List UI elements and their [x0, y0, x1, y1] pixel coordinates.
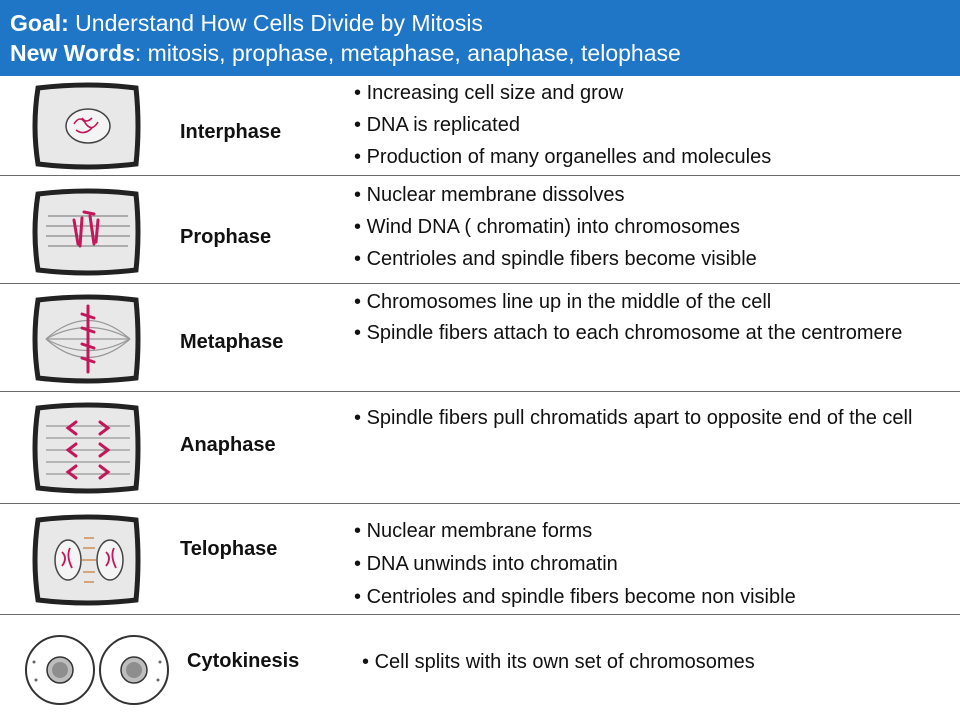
bullet-item: Nuclear membrane dissolves	[354, 179, 914, 211]
bullet-item: Centrioles and spindle fibers become vis…	[354, 243, 914, 275]
bullet-item: Production of many organelles and molecu…	[354, 141, 914, 173]
phase-label-metaphase: Metaphase	[180, 331, 284, 353]
row-divider	[0, 614, 960, 615]
prophase-cell-icon	[32, 188, 141, 276]
new-words-text: : mitosis, prophase, metaphase, anaphase…	[134, 40, 681, 66]
metaphase-cell-icon	[32, 294, 141, 384]
bullet-item: Spindle fibers pull chromatids apart to …	[354, 403, 914, 434]
phase-label-cytokinesis: Cytokinesis	[187, 650, 300, 672]
row-divider	[0, 503, 960, 504]
phase-label-anaphase: Anaphase	[180, 434, 276, 456]
row-divider	[0, 175, 960, 176]
bullet-item: Wind DNA ( chromatin) into chromosomes	[354, 211, 914, 243]
interphase-bullets: Increasing cell size and grow DNA is rep…	[354, 77, 914, 173]
anaphase-cell-icon	[32, 402, 141, 494]
phase-label-telophase: Telophase	[180, 538, 278, 560]
interphase-cell-icon	[32, 82, 141, 170]
metaphase-bullets: Chromosomes line up in the middle of the…	[354, 286, 914, 349]
new-words-label: New Words	[10, 40, 135, 66]
row-divider	[0, 283, 960, 284]
goal-line: Goal: Understand How Cells Divide by Mit…	[10, 8, 950, 38]
bullet-item: Nuclear membrane forms	[354, 515, 914, 548]
title-bar: Goal: Understand How Cells Divide by Mit…	[0, 0, 960, 76]
bullet-item: DNA unwinds into chromatin	[354, 548, 914, 581]
phase-label-interphase: Interphase	[180, 121, 282, 143]
telophase-bullets: Nuclear membrane forms DNA unwinds into …	[354, 515, 914, 614]
bullet-item: Centrioles and spindle fibers become non…	[354, 581, 914, 614]
row-divider	[0, 391, 960, 392]
bullet-item: Cell splits with its own set of chromoso…	[362, 646, 922, 678]
cytokinesis-cells-icon	[25, 635, 169, 705]
prophase-bullets: Nuclear membrane dissolves Wind DNA ( ch…	[354, 179, 914, 275]
goal-text: Understand How Cells Divide by Mitosis	[68, 10, 483, 36]
phase-label-prophase: Prophase	[180, 226, 272, 248]
bullet-item: DNA is replicated	[354, 109, 914, 141]
new-words-line: New Words: mitosis, prophase, metaphase,…	[10, 38, 950, 68]
goal-label: Goal:	[10, 10, 69, 36]
bullet-item: Chromosomes line up in the middle of the…	[354, 286, 914, 318]
bullet-item: Increasing cell size and grow	[354, 77, 914, 109]
anaphase-bullets: Spindle fibers pull chromatids apart to …	[354, 403, 914, 434]
cytokinesis-bullets: Cell splits with its own set of chromoso…	[362, 646, 922, 678]
telophase-cell-icon	[32, 514, 141, 606]
bullet-item: Spindle fibers attach to each chromosome…	[354, 318, 914, 349]
